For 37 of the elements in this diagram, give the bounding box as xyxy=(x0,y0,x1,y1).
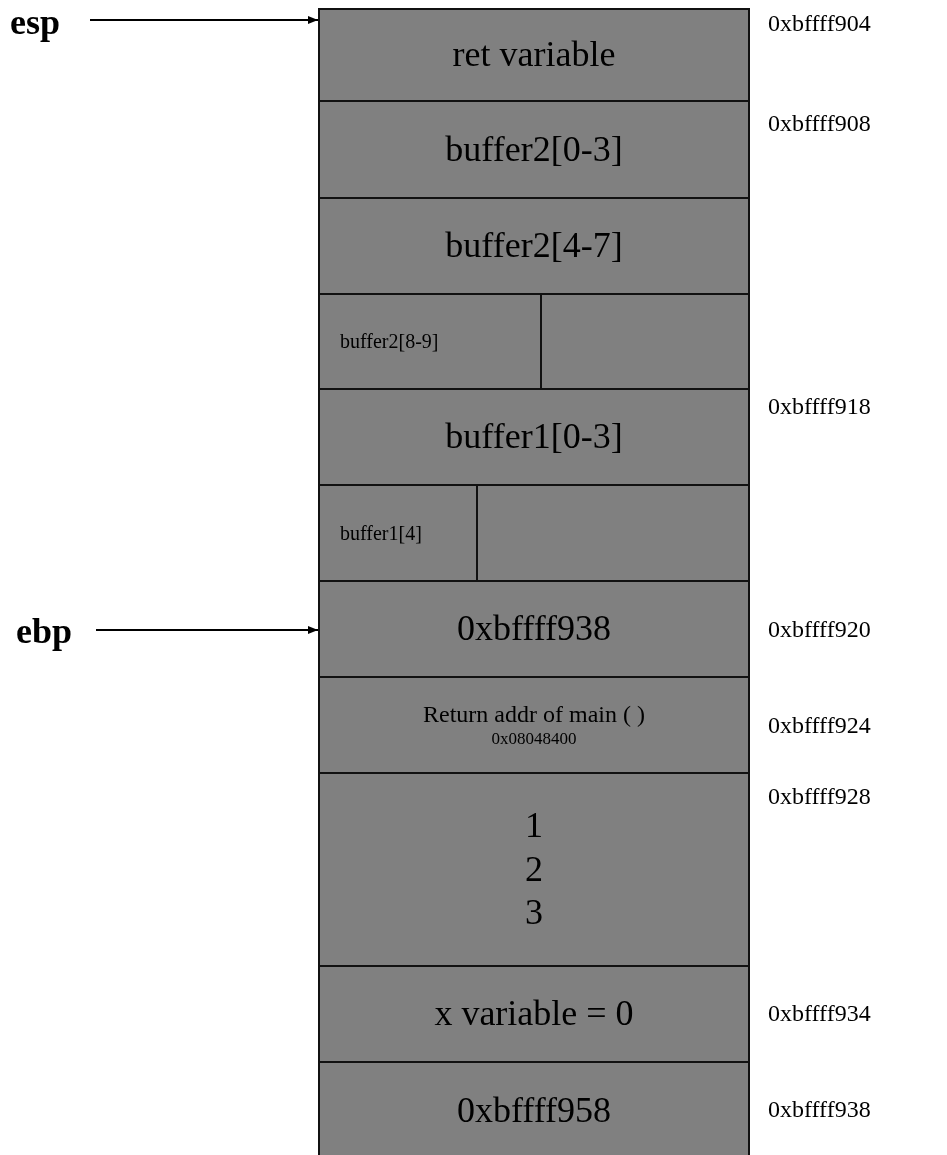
slot-text: buffer2[4-7] xyxy=(445,224,623,268)
stack-slot xyxy=(318,484,478,582)
slot-text: 3 xyxy=(525,891,543,935)
address-label: 0xbffff918 xyxy=(768,393,871,420)
slot-text: ret variable xyxy=(452,33,616,77)
stack-slot xyxy=(318,772,750,967)
slot-text: buffer2[0-3] xyxy=(445,127,623,171)
address-label: 0xbffff924 xyxy=(768,712,871,739)
address-label: 0xbffff934 xyxy=(768,1000,871,1027)
address-label: 0xbffff928 xyxy=(768,783,871,810)
stack-slot xyxy=(318,8,750,102)
stack-slot xyxy=(318,676,750,774)
stack-slot xyxy=(318,965,750,1063)
slot-text: 2 xyxy=(525,847,543,891)
register-label: esp xyxy=(10,0,90,44)
slot-text: 0xbffff938 xyxy=(457,607,611,651)
address-label: 0xbffff908 xyxy=(768,110,871,137)
slot-text: 0xbffff958 xyxy=(457,1089,611,1133)
slot-text: buffer2[8-9] xyxy=(340,329,439,354)
slot-text: Return addr of main ( ) xyxy=(423,700,645,729)
address-label: 0xbffff920 xyxy=(768,616,871,643)
slot-text: 1 xyxy=(525,803,543,847)
address-label: 0xbffff938 xyxy=(768,1096,871,1123)
slot-text: x variable = 0 xyxy=(434,992,634,1036)
address-label: 0xbffff904 xyxy=(768,10,871,37)
slot-text: buffer1[4] xyxy=(340,520,422,546)
stack-slot xyxy=(318,1061,750,1155)
arrow xyxy=(95,626,319,634)
stack-slot xyxy=(318,388,750,486)
slot-text: 0x08048400 xyxy=(491,729,577,750)
slot-text: buffer1[0-3] xyxy=(445,415,623,459)
arrow xyxy=(89,16,319,24)
stack-slot xyxy=(318,197,750,295)
register-label: ebp xyxy=(16,608,96,654)
stack-slot xyxy=(318,100,750,199)
stack-slot xyxy=(318,580,750,678)
stack-slot xyxy=(318,293,542,390)
